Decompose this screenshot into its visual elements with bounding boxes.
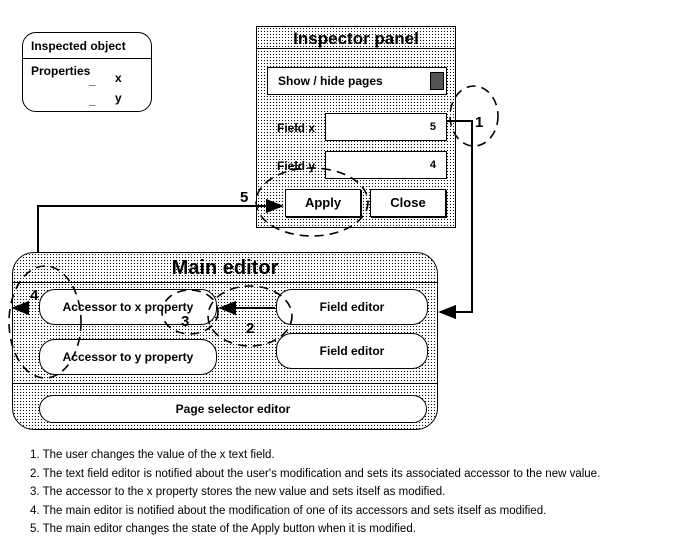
inspected-object-divider [23,58,151,59]
note-4: 4. The main editor is notified about the… [30,504,547,517]
close-button[interactable]: Close [370,189,446,217]
inspected-object-box: Inspected object Properties _ x _ y [22,32,152,112]
page-selector-editor: Page selector editor [39,395,427,423]
show-hide-pages-label: Show / hide pages [278,74,383,88]
accessor-y-property: Accessor to y property [39,339,217,375]
property-y: y [115,91,122,105]
notes-list: 1. The user changes the value of the x t… [30,446,680,539]
note-3: 3. The accessor to the x property stores… [30,486,446,498]
main-editor-title: Main editor [171,257,279,279]
step-1-ellipse [449,85,499,147]
field-y-label: Field y [277,159,316,173]
main-editor-bottom-divider [13,383,437,384]
property-dash-y: _ [89,93,96,107]
main-editor-top-divider [13,282,437,283]
property-dash-x: _ [89,73,96,87]
main-editor: Main editor Accessor to x property Acces… [12,252,438,430]
accessor-x-property: Accessor to x property [39,289,217,325]
field-x-value: 5 [429,121,436,133]
field-x-label: Field x [277,121,316,135]
step-5-number: 5 [240,189,248,206]
properties-label: Properties [31,64,91,78]
apply-button[interactable]: Apply [285,189,361,217]
show-hide-pages-dropdown[interactable]: Show / hide pages [267,67,447,95]
step-1-number: 1 [475,114,483,131]
field-y-input[interactable]: 4 [325,151,447,179]
field-editor-y: Field editor [276,333,428,369]
inspector-panel: Inspector panel Show / hide pages Field … [256,26,456,228]
inspector-panel-title: Inspector panel [257,27,455,49]
dropdown-toggle-icon[interactable] [430,72,444,90]
property-x: x [115,71,122,85]
note-2: 2. The text field editor is notified abo… [30,467,601,480]
note-5: 5. The main editor changes the state of … [30,523,416,535]
arrow-main-editor-to-apply [37,198,284,252]
inspector-panel-title-text: Inspector panel [293,29,419,48]
note-1: 1. The user changes the value of the x t… [30,449,275,461]
field-y-value: 4 [429,159,436,171]
field-editor-x: Field editor [276,289,428,325]
field-x-input[interactable]: 5 [325,113,447,141]
inspected-object-title: Inspected object [31,39,126,53]
